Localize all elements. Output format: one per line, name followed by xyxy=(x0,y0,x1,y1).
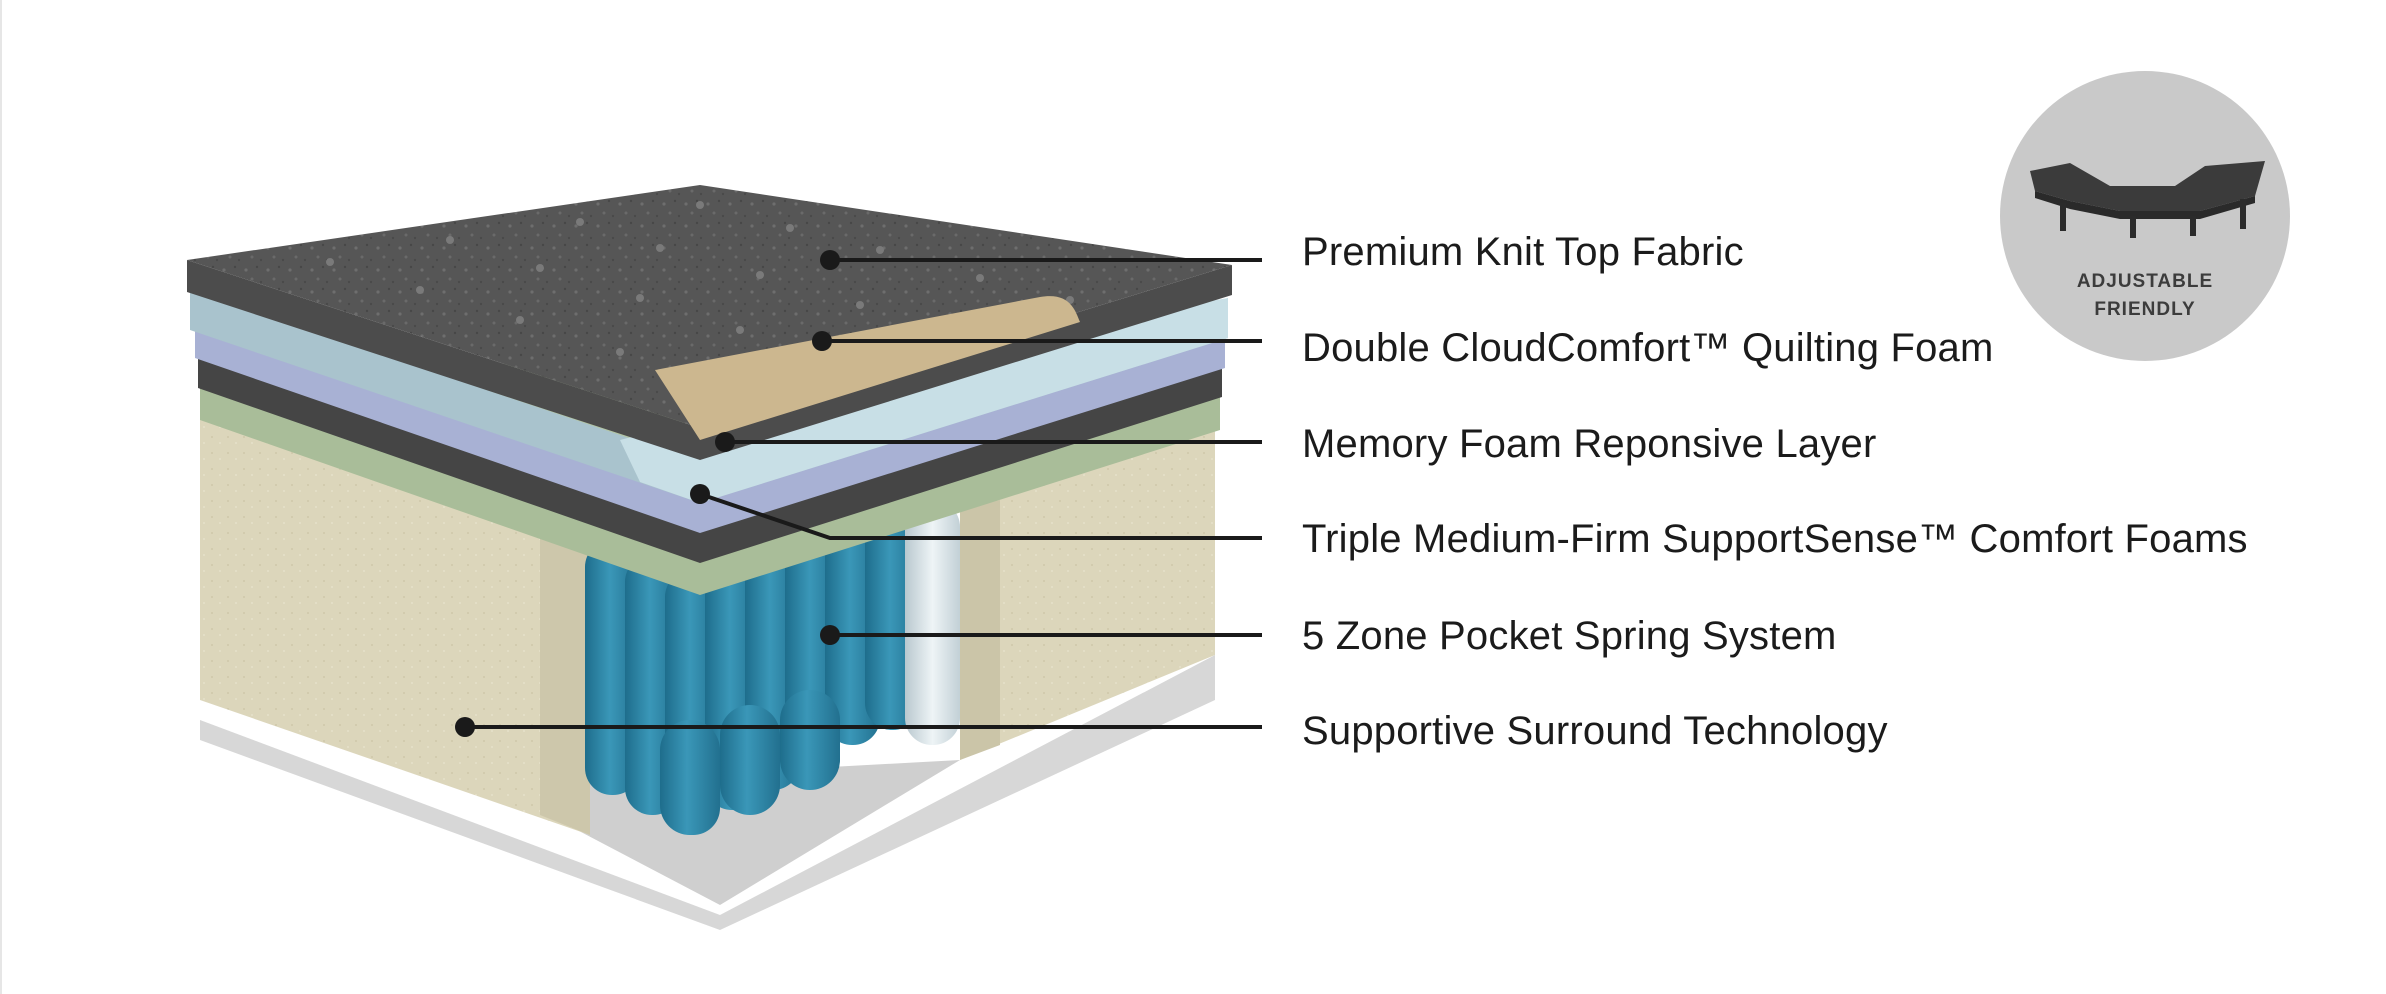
frame-edge xyxy=(0,0,2,994)
knit-top-surface xyxy=(187,185,1232,428)
comfort-foam-dark xyxy=(198,355,1222,563)
comfort-foam-green xyxy=(200,385,1220,595)
surround-right-inner xyxy=(960,500,1000,760)
memory-foam-side xyxy=(195,328,1225,533)
pocket-springs xyxy=(585,500,960,835)
leader-lines xyxy=(465,258,1262,729)
label-surround-technology: Supportive Surround Technology xyxy=(1302,709,1888,753)
surround-left-side xyxy=(540,525,590,835)
adjustable-friendly-badge: ADJUSTABLE FRIENDLY xyxy=(2000,71,2290,361)
surround-right-block xyxy=(960,410,1215,760)
knit-top-side xyxy=(187,260,1232,460)
leader-dots xyxy=(455,250,840,737)
memory-foam-exposed xyxy=(620,298,1228,503)
label-quilting-foam: Double CloudComfort™ Quilting Foam xyxy=(1302,326,1994,370)
badge-line-1: ADJUSTABLE xyxy=(2076,271,2214,292)
adjustable-bed-icon xyxy=(2030,161,2265,238)
label-comfort-foams: Triple Medium-Firm SupportSense™ Comfort… xyxy=(1302,517,2248,561)
quilting-foam-edge xyxy=(655,296,1080,440)
badge-line-2: FRIENDLY xyxy=(2094,299,2196,320)
label-pocket-springs: 5 Zone Pocket Spring System xyxy=(1302,614,1837,658)
label-knit-top-fabric: Premium Knit Top Fabric xyxy=(1302,230,1744,274)
base-shadow xyxy=(200,655,1215,930)
label-memory-foam: Memory Foam Reponsive Layer xyxy=(1302,422,1877,466)
